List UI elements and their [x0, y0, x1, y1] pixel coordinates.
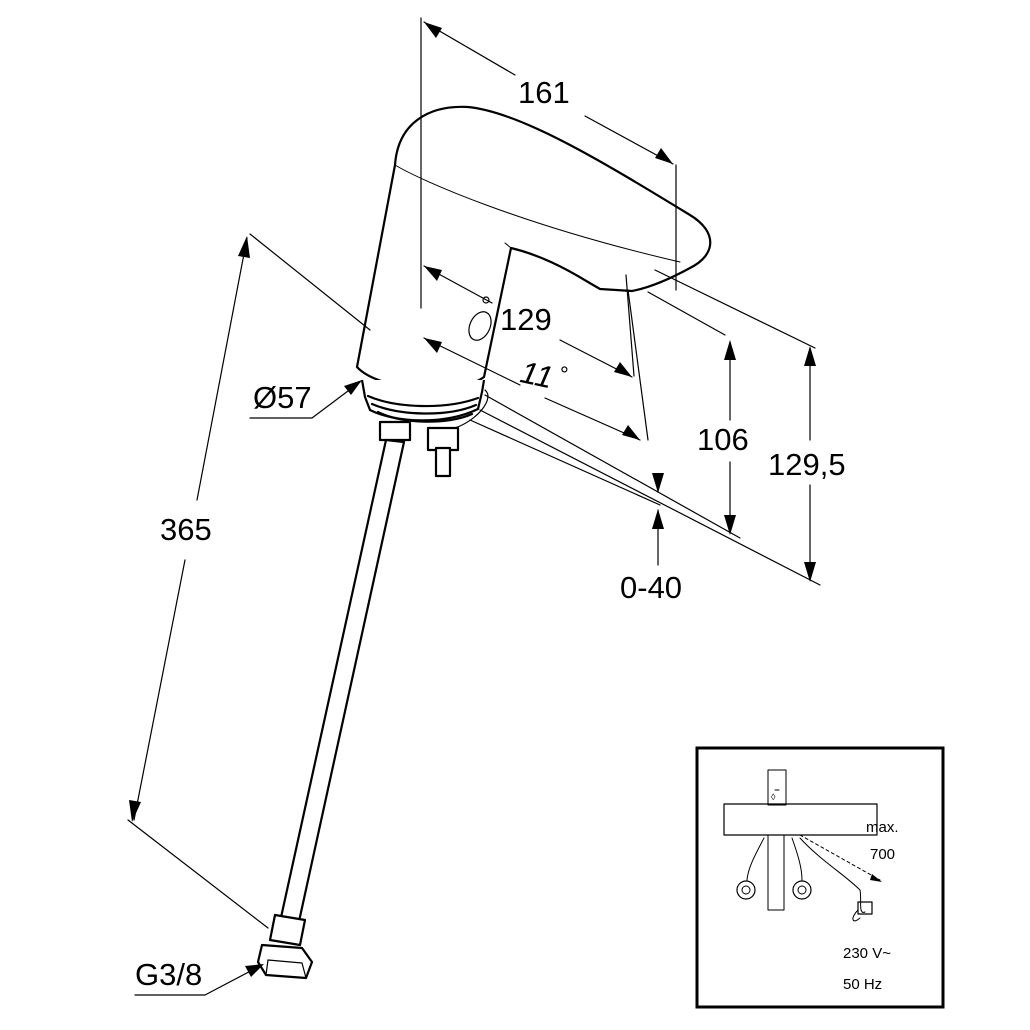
dim-57-label: Ø57	[253, 380, 312, 415]
degree-symbol: °	[560, 362, 569, 387]
dim-365-label: 365	[160, 512, 212, 547]
dim-129: 129	[423, 265, 635, 378]
dim-161-label: 161	[518, 75, 570, 110]
mounting-base	[360, 379, 489, 433]
dim-0-40-label: 0-40	[620, 570, 682, 605]
dim-angle-label: 11	[517, 354, 556, 395]
dim-365: 365	[127, 233, 371, 929]
dim-129-label: 129	[500, 302, 552, 337]
dim-g3-8-label: G3/8	[135, 957, 202, 992]
dim-g3-8: G3/8	[134, 957, 264, 996]
dim-57: Ø57	[249, 380, 362, 419]
dim-0-40: 0-40	[469, 419, 682, 605]
dim-161: 161	[420, 17, 677, 309]
dim-129-5: 129,5	[479, 269, 846, 586]
inset-drop-icon: ◊	[771, 792, 776, 802]
fittings	[378, 420, 460, 478]
inset-installation-diagram: ◊ max. 700 230 V~ 50 Hz	[695, 746, 945, 1009]
faucet-spout	[355, 105, 712, 390]
inset-voltage: 230 V~	[843, 945, 891, 962]
inset-frequency: 50 Hz	[843, 976, 882, 993]
connection-hose	[256, 438, 406, 980]
inset-max-value: 700	[870, 846, 895, 863]
dim-129-5-label: 129,5	[768, 447, 846, 482]
water-drop-icon	[468, 296, 492, 341]
dim-106: 106	[484, 291, 749, 539]
inset-frame	[695, 746, 945, 1009]
dim-106-label: 106	[697, 422, 749, 457]
inset-max-label: max.	[866, 819, 899, 836]
dim-angle: 11 °	[423, 289, 649, 441]
